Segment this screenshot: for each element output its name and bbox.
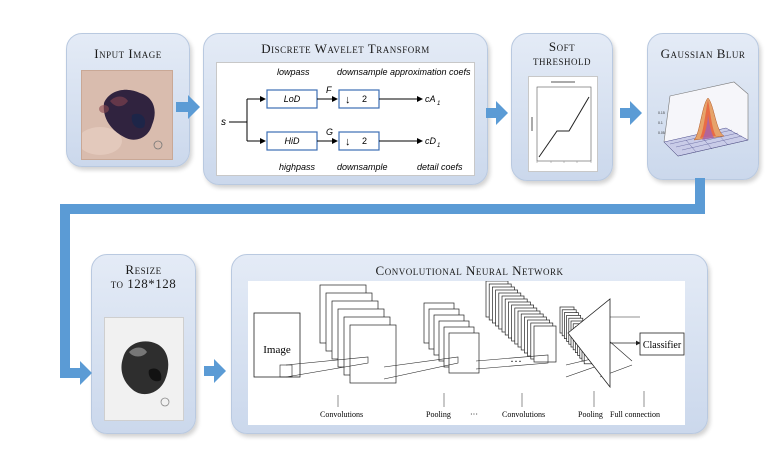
- cnn-diagram: Image ···: [248, 280, 685, 425]
- caption-ellipsis: ···: [470, 410, 478, 419]
- pool-stack-1: [423, 302, 480, 374]
- soft-threshold-panel: Soft threshold: [511, 33, 613, 181]
- caption-convolutions-1: Convolutions: [320, 410, 363, 419]
- detail-caption: detail coefs: [417, 162, 463, 172]
- conv-stack-2: [485, 280, 557, 363]
- cnn-panel: Convolutional Neural Network Image: [231, 254, 708, 434]
- caption-convolutions-2: Convolutions: [502, 410, 545, 419]
- panel-title: Input Image: [94, 46, 162, 61]
- arrow-threshold-to-blur: [620, 101, 642, 125]
- hid-label: HiD: [285, 136, 300, 146]
- gaussian-blur-panel: Gaussian Blur 0.15 0.1 0.05: [647, 33, 759, 180]
- panel-title-line1: Soft: [548, 39, 576, 54]
- cd-label: cD: [425, 136, 437, 146]
- caption-full-connection: Full connection: [610, 410, 660, 419]
- input-image-panel: Input Image: [66, 33, 190, 167]
- conv2-layer: [533, 325, 557, 363]
- panel-title: Gaussian Blur: [660, 46, 746, 61]
- caption-pooling-1: Pooling: [426, 410, 451, 419]
- classifier-label: Classifier: [643, 340, 682, 351]
- panel-title: Convolutional Neural Network: [375, 263, 564, 278]
- down-arrow-icon: ↓: [345, 94, 351, 106]
- downsample-caption-bottom: downsample: [337, 162, 388, 172]
- cnn-architecture: Image ···: [253, 280, 685, 419]
- threshold-graph: [531, 81, 592, 163]
- panel-title: Discrete Wavelet Transform: [261, 41, 430, 56]
- lod-label: LoD: [284, 94, 301, 104]
- g-label: G: [326, 127, 333, 137]
- arrow-dwt-to-threshold: [486, 101, 508, 125]
- image-label: Image: [263, 344, 291, 356]
- ca-label: cA: [425, 94, 436, 104]
- gaussian-3d-plot: 0.15 0.1 0.05: [658, 81, 749, 157]
- approximation-caption: approximation coefs: [390, 67, 471, 77]
- panel-title-line2: to 128*128: [110, 276, 177, 291]
- resize-panel: Resize to 128*128: [91, 254, 196, 434]
- grayscale-lesion: [105, 318, 183, 420]
- input-image: [78, 70, 173, 160]
- gaussian-surface: 0.15 0.1 0.05: [656, 74, 752, 170]
- svg-text:0.05: 0.05: [658, 131, 665, 135]
- f-label: F: [326, 85, 332, 95]
- svg-text:0.1: 0.1: [658, 121, 663, 125]
- highpass-caption: highpass: [279, 162, 316, 172]
- svg-text:0.15: 0.15: [658, 111, 665, 115]
- pool1-layer: [448, 332, 480, 374]
- conv-stack-1: [319, 284, 397, 384]
- dwt-panel: Discrete Wavelet Transform lowpass downs…: [203, 33, 488, 185]
- lesion-photo: [78, 71, 172, 159]
- panel-title-line1: Resize: [125, 262, 162, 277]
- ca-subscript: 1: [437, 101, 440, 107]
- panel-title-line2: threshold: [533, 53, 591, 68]
- conv1-layer: [349, 324, 397, 384]
- arrow-resize-to-cnn: [204, 359, 226, 383]
- caption-pooling-2: Pooling: [578, 410, 603, 419]
- signal-label: s: [221, 117, 226, 128]
- downsample-caption-top: downsample: [337, 67, 388, 77]
- down-factor-bottom: 2: [362, 136, 367, 146]
- threshold-plot: [528, 76, 598, 172]
- down-factor-top: 2: [362, 94, 367, 104]
- resized-image: [104, 317, 184, 421]
- stack-ellipsis: ···: [510, 354, 522, 368]
- down-arrow-icon: ↓: [345, 136, 351, 148]
- dwt-schematic: lowpass downsample approximation coefs h…: [221, 67, 471, 172]
- lowpass-caption: lowpass: [277, 67, 310, 77]
- cd-subscript: 1: [437, 143, 440, 149]
- dwt-diagram: lowpass downsample approximation coefs h…: [216, 62, 475, 176]
